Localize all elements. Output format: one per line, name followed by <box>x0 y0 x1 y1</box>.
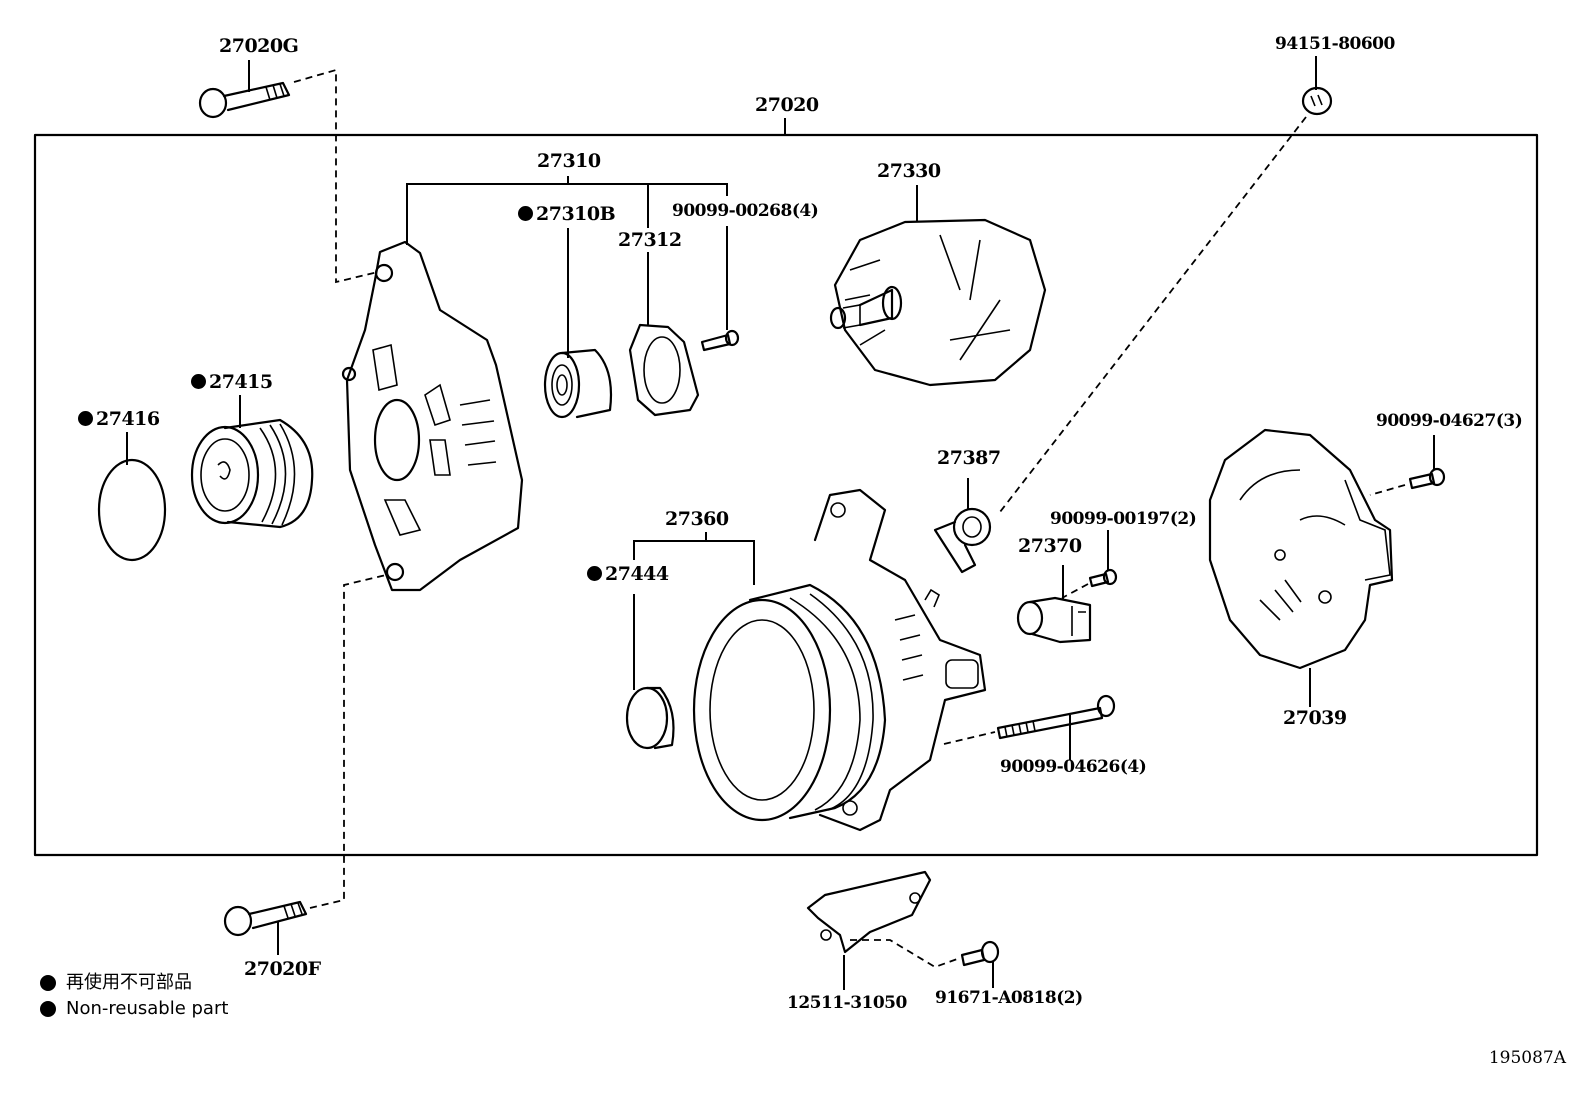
part-label-27330[interactable]: 27330 <box>877 160 941 182</box>
non-reusable-marker-icon <box>191 374 206 389</box>
pulley-icon <box>190 418 314 529</box>
figure-id: 195087A <box>1488 1048 1566 1068</box>
non-reusable-marker-icon <box>78 411 93 426</box>
legend-text: 再使用不可部品 <box>66 972 192 993</box>
part-label-27310B[interactable]: 27310B <box>518 203 616 225</box>
part-quantity: (3) <box>1495 411 1523 431</box>
legend-text: Non-reusable part <box>66 998 229 1019</box>
part-quantity: (4) <box>1119 757 1147 777</box>
part-label-91671-A0818[interactable]: 91671-A0818(2) <box>935 990 1083 1007</box>
part-label-27360[interactable]: 27360 <box>665 508 729 530</box>
bolt-icon <box>960 940 1000 967</box>
part-number: 90099-04626 <box>1000 757 1120 777</box>
part-label-27415[interactable]: 27415 <box>191 373 273 392</box>
bearing-icon <box>543 348 613 419</box>
part-label-27312[interactable]: 27312 <box>618 229 682 251</box>
legend: 再使用不可部品 Non-reusable part <box>40 970 228 1022</box>
non-reusable-marker-icon <box>587 566 602 581</box>
part-label-12511-31050[interactable]: 12511-31050 <box>787 993 907 1013</box>
drive-end-frame-icon <box>341 240 524 592</box>
flange-bolt-icon <box>223 900 308 937</box>
part-number: 90099-04627 <box>1376 411 1496 431</box>
pulley-cap-icon <box>97 458 167 562</box>
dashed-guide-91671-A0818 <box>850 939 961 968</box>
part-label-90099-04626[interactable]: 90099-04626(4) <box>1000 757 1147 777</box>
screw-icon <box>700 329 740 352</box>
part-number: 91671-A0818 <box>935 988 1057 1008</box>
terminal-insulator-icon <box>933 507 992 574</box>
part-number: 27415 <box>209 371 273 393</box>
part-number: 27310B <box>536 203 616 225</box>
dashed-guide-27020F <box>309 574 387 909</box>
non-reusable-marker-icon <box>40 975 56 991</box>
screw-icon <box>1408 467 1446 490</box>
leader-27360-group <box>633 540 755 585</box>
part-label-27310[interactable]: 27310 <box>537 150 601 172</box>
rotor-icon <box>829 218 1047 387</box>
part-quantity: (2) <box>1169 509 1197 529</box>
non-reusable-marker-icon <box>518 206 533 221</box>
bearing-retainer-plate-icon <box>628 323 700 417</box>
part-label-27020[interactable]: 27020 <box>755 94 819 116</box>
part-label-27020G[interactable]: 27020G <box>219 35 299 57</box>
dashed-guide-90099-00197 <box>1061 583 1089 599</box>
part-number: 90099-00268 <box>672 201 792 221</box>
bearing-ring-icon <box>625 686 675 750</box>
dashed-guide-90099-04627 <box>1369 484 1406 496</box>
part-label-27387[interactable]: 27387 <box>937 447 1001 469</box>
part-number: 90099-00197 <box>1050 509 1170 529</box>
dashed-guide-27020G <box>293 68 379 284</box>
through-bolt-icon <box>996 694 1116 740</box>
part-label-27020F[interactable]: 27020F <box>244 958 321 980</box>
dashed-guide-90099-04626 <box>943 731 996 745</box>
part-label-27039[interactable]: 27039 <box>1283 707 1347 729</box>
part-label-27370[interactable]: 27370 <box>1018 535 1082 557</box>
bracket-icon <box>806 870 932 954</box>
stator-frame-icon <box>692 488 987 832</box>
part-label-27444[interactable]: 27444 <box>587 565 669 584</box>
brush-holder-icon <box>1016 596 1092 644</box>
non-reusable-marker-icon <box>40 1001 56 1017</box>
screw-icon <box>1088 568 1118 588</box>
legend-item-jp: 再使用不可部品 <box>40 970 228 996</box>
legend-item-en: Non-reusable part <box>40 996 228 1022</box>
part-label-90099-04627[interactable]: 90099-04627(3) <box>1376 411 1523 431</box>
part-number: 27444 <box>605 563 669 585</box>
dashed-guide-94151-80600 <box>999 116 1307 513</box>
part-label-90099-00268[interactable]: 90099-00268(4) <box>672 201 819 221</box>
part-quantity: (4) <box>791 201 819 221</box>
rear-end-cover-icon <box>1208 428 1394 670</box>
flange-bolt-icon <box>198 81 291 119</box>
assembly-boundary-box <box>33 133 1539 857</box>
part-label-27416[interactable]: 27416 <box>78 410 160 429</box>
part-number: 27416 <box>96 408 160 430</box>
nut-icon <box>1301 86 1333 116</box>
part-quantity: (2) <box>1056 988 1083 1008</box>
part-label-90099-00197[interactable]: 90099-00197(2) <box>1050 509 1197 529</box>
part-label-94151-80600[interactable]: 94151-80600 <box>1275 34 1395 54</box>
